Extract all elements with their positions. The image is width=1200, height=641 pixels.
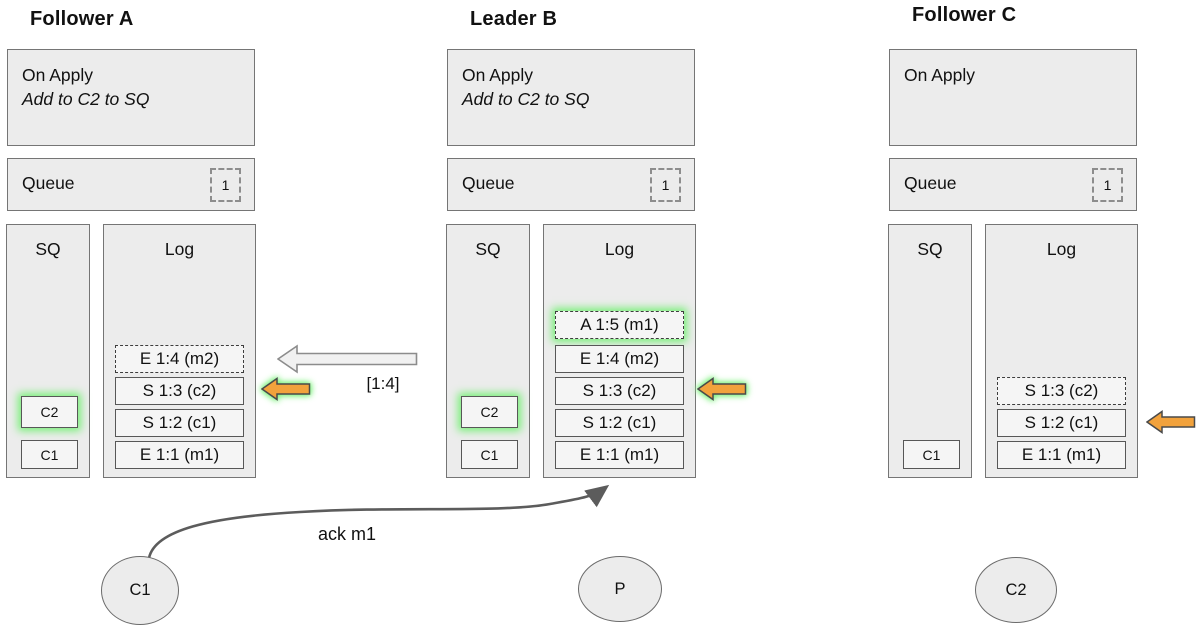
log-entry: E 1:4 (m2)	[555, 345, 684, 373]
on-apply-box: On Apply	[889, 49, 1137, 146]
log-entry: E 1:1 (m1)	[555, 441, 684, 469]
sq-item: C2	[461, 396, 518, 428]
log-entry: S 1:2 (c1)	[997, 409, 1126, 437]
sq-item: C2	[21, 396, 78, 428]
node-follower-c: Follower C On Apply Queue 1 SQ C1 Log S …	[888, 0, 1140, 500]
log-box: Log E 1:4 (m2) S 1:3 (c2) S 1:2 (c1) E 1…	[103, 224, 256, 478]
queue-box: Queue 1	[889, 158, 1137, 211]
queue-count-badge: 1	[210, 168, 241, 202]
on-apply-box: On Apply Add to C2 to SQ	[7, 49, 255, 146]
apply-cursor-arrow-icon-c	[1146, 410, 1196, 434]
actor-proposer-p: P	[578, 556, 662, 622]
on-apply-rule: Add to C2 to SQ	[22, 89, 150, 109]
log-box: Log A 1:5 (m1) E 1:4 (m2) S 1:3 (c2) S 1…	[543, 224, 696, 478]
queue-label: Queue	[462, 173, 515, 193]
node-leader-b: Leader B On Apply Add to C2 to SQ Queue …	[446, 0, 698, 500]
node-title: Leader B	[470, 8, 558, 30]
on-apply-rule: Add to C2 to SQ	[462, 89, 590, 109]
log-label: Log	[1046, 239, 1077, 259]
log-box: Log S 1:3 (c2) S 1:2 (c1) E 1:1 (m1)	[985, 224, 1138, 478]
actor-client-c1: C1	[101, 556, 179, 625]
sq-item: C1	[903, 440, 960, 469]
queue-box: Queue 1	[447, 158, 695, 211]
node-title: Follower A	[30, 8, 134, 30]
queue-count-badge: 1	[1092, 168, 1123, 202]
queue-label: Queue	[904, 173, 957, 193]
replicate-entries-arrow-icon	[277, 344, 418, 374]
on-apply-title: On Apply	[904, 65, 976, 85]
sq-label: SQ	[475, 239, 501, 259]
apply-cursor-arrow-icon-a	[261, 377, 311, 401]
log-entry: A 1:5 (m1)	[555, 311, 684, 339]
on-apply-box: On Apply Add to C2 to SQ	[447, 49, 695, 146]
log-entry: S 1:2 (c1)	[115, 409, 244, 437]
node-follower-a: Follower A On Apply Add to C2 to SQ Queu…	[6, 0, 258, 500]
sq-label: SQ	[35, 239, 61, 259]
replicate-range-label: [1:4]	[366, 374, 400, 393]
sq-item: C1	[21, 440, 78, 469]
log-entry: S 1:3 (c2)	[115, 377, 244, 405]
on-apply-title: On Apply	[22, 65, 94, 85]
node-title: Follower C	[912, 4, 1017, 26]
sq-box: SQ C1	[888, 224, 972, 478]
log-label: Log	[164, 239, 195, 259]
apply-cursor-arrow-icon-b	[697, 377, 747, 401]
log-entry: E 1:4 (m2)	[115, 345, 244, 373]
log-entry: S 1:3 (c2)	[997, 377, 1126, 405]
sq-item: C1	[461, 440, 518, 469]
sq-box: SQ C2 C1	[446, 224, 530, 478]
actor-client-c2: C2	[975, 557, 1057, 623]
on-apply-title: On Apply	[462, 65, 534, 85]
log-entry: S 1:3 (c2)	[555, 377, 684, 405]
log-entry: E 1:1 (m1)	[997, 441, 1126, 469]
queue-count-badge: 1	[650, 168, 681, 202]
log-entry: E 1:1 (m1)	[115, 441, 244, 469]
log-label: Log	[604, 239, 635, 259]
queue-box: Queue 1	[7, 158, 255, 211]
log-entry: S 1:2 (c1)	[555, 409, 684, 437]
queue-label: Queue	[22, 173, 75, 193]
ack-label: ack m1	[317, 524, 377, 544]
sq-label: SQ	[917, 239, 943, 259]
sq-box: SQ C2 C1	[6, 224, 90, 478]
